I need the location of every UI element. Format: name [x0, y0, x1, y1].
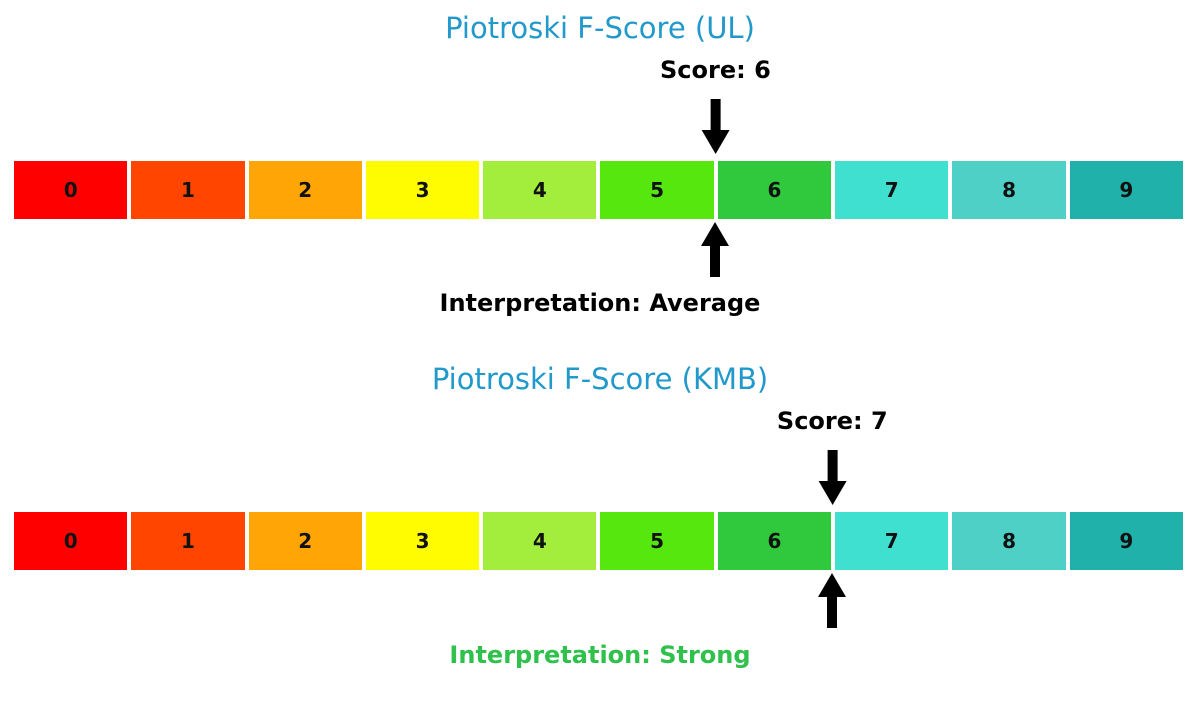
- up-arrow-icon: [818, 573, 847, 628]
- scale-segment-1: 1: [131, 161, 245, 219]
- scale-segment-9: 9: [1069, 512, 1183, 570]
- down-arrow-icon: [818, 449, 847, 505]
- up-arrow-shaft: [827, 597, 838, 628]
- scale-segment-7: 7: [835, 161, 949, 219]
- down-arrow-icon: [701, 98, 730, 154]
- down-arrow-shaft: [827, 449, 838, 481]
- down-arrow-head: [701, 129, 730, 154]
- scale-segment-8: 8: [952, 161, 1066, 219]
- score-marker-above-kmb: Score: 7: [777, 407, 888, 505]
- score-label-ul: Score: 6: [660, 56, 771, 84]
- score-marker-above-ul: Score: 6: [660, 56, 771, 154]
- scale-segment-0: 0: [14, 161, 128, 219]
- score-marker-below-ul: [701, 222, 730, 277]
- scale-segment-1: 1: [131, 512, 245, 570]
- score-label-kmb: Score: 7: [776, 407, 888, 435]
- interpretation-label-kmb: Interpretation: Strong: [449, 641, 751, 669]
- scale-segment-8: 8: [952, 512, 1066, 570]
- down-arrow-shaft: [710, 98, 721, 130]
- interpretation-label-ul: Interpretation: Average: [439, 289, 761, 317]
- scale-segment-0: 0: [14, 512, 128, 570]
- scale-segment-4: 4: [483, 512, 597, 570]
- up-arrow-head: [818, 573, 847, 597]
- scale-segment-5: 5: [600, 512, 714, 570]
- scale-segment-5: 5: [600, 161, 714, 219]
- up-arrow-icon: [701, 222, 730, 277]
- scale-segment-6: 6: [717, 161, 832, 219]
- scale-segment-2: 2: [248, 512, 362, 570]
- chart-title-ul: Piotroski F-Score (UL): [445, 11, 755, 45]
- chart-title-kmb: Piotroski F-Score (KMB): [431, 362, 769, 396]
- scale-segment-4: 4: [483, 161, 597, 219]
- scale-segment-3: 3: [365, 161, 480, 219]
- down-arrow-head: [818, 480, 847, 505]
- scale-segment-7: 7: [835, 512, 949, 570]
- up-arrow-head: [701, 222, 730, 246]
- score-marker-below-kmb: [818, 573, 847, 628]
- scale-segment-3: 3: [365, 512, 480, 570]
- scale-segment-9: 9: [1069, 161, 1183, 219]
- scale-segment-2: 2: [248, 161, 362, 219]
- scale-segment-6: 6: [717, 512, 832, 570]
- up-arrow-shaft: [710, 246, 721, 277]
